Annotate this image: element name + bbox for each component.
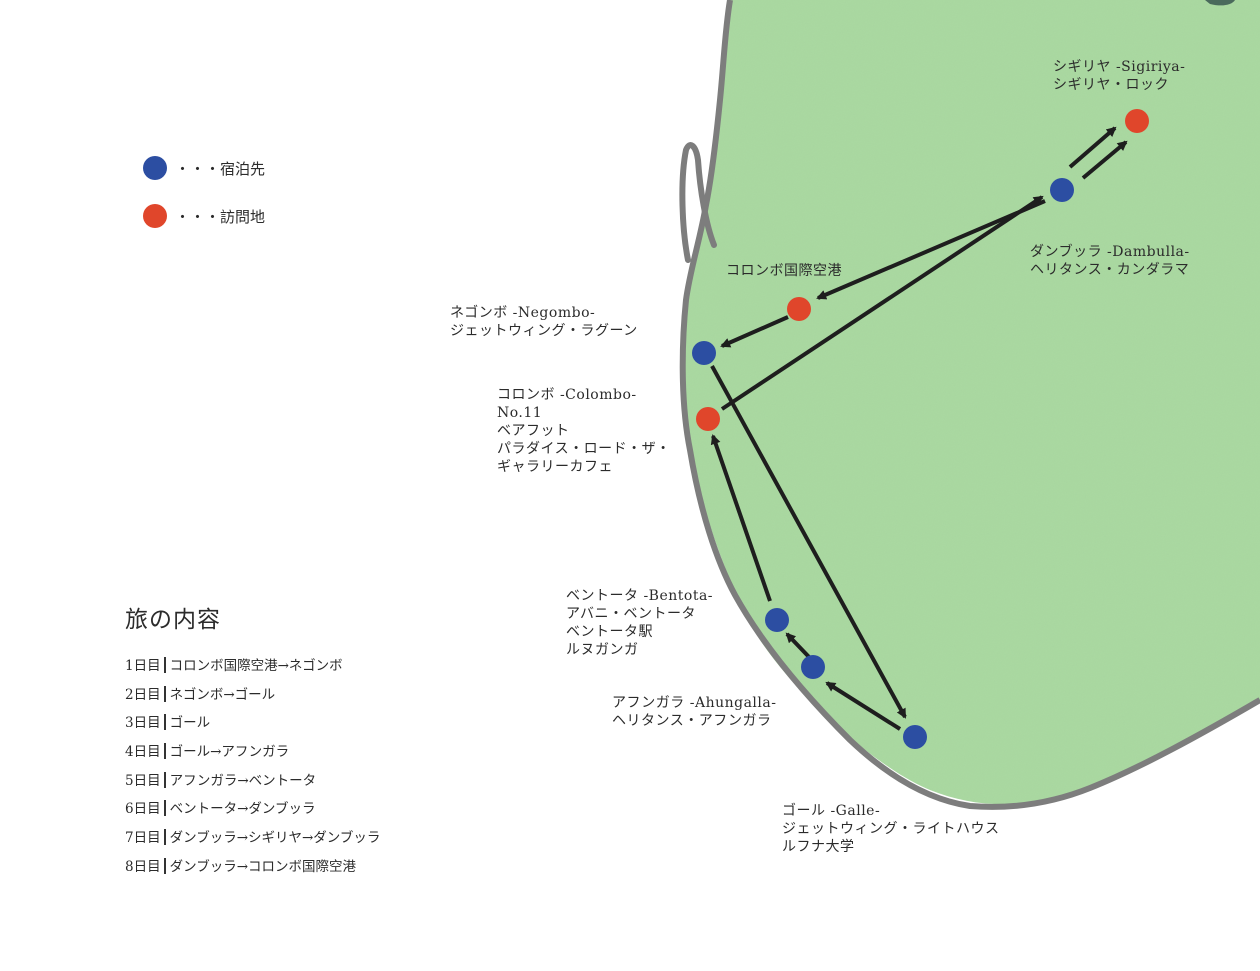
itinerary-item: 3日目ゴール — [125, 714, 211, 732]
itinerary-item: 2日目ネゴンボ→ゴール — [125, 685, 276, 703]
label-dambulla: ダンブッラ -Dambulla-ヘリタンス・カンダラマ — [1030, 244, 1190, 278]
legend-visit-label: ・・・訪問地 — [175, 207, 266, 226]
legend-visit: ・・・訪問地 — [143, 204, 265, 228]
itinerary-list: 1日目コロンボ国際空港→ネゴンボ 2日目ネゴンボ→ゴール 3日目ゴール 4日目ゴ… — [125, 655, 380, 885]
route-arrow — [1068, 126, 1117, 169]
itinerary-item: 7日目ダンブッラ→シギリヤ→ダンブッラ — [125, 829, 381, 847]
marker-bentota — [765, 608, 789, 632]
itinerary-item: 4日目ゴール→アフンガラ — [125, 743, 290, 761]
coastline — [679, 0, 1260, 810]
itinerary-item: 6日目ベントータ→ダンブッラ — [125, 800, 316, 818]
label-ahungalla: アフンガラ -Ahungalla-ヘリタンス・アフンガラ — [612, 695, 777, 729]
label-airport: コロンボ国際空港 — [726, 263, 842, 279]
route-arrow — [825, 681, 902, 731]
route-arrow — [816, 199, 1046, 300]
label-colombo: コロンボ -Colombo-No.11 ベアフットパラダイス・ロード・ザ・ ギャ… — [497, 387, 671, 475]
marker-airport — [787, 297, 811, 321]
route-arrow — [720, 315, 789, 348]
marker-sigiriya — [1125, 109, 1149, 133]
blue-dot-icon — [143, 156, 167, 180]
marker-colombo — [696, 407, 720, 431]
route-arrow — [1081, 140, 1128, 180]
route-arrows — [710, 126, 1128, 731]
label-bentota: ベントータ -Bentota-アバニ・ベントータ ベントータ駅ルヌガンガ — [566, 588, 714, 658]
route-arrow — [710, 434, 772, 602]
marker-negombo — [692, 341, 716, 365]
map-corner-shape — [1205, 0, 1235, 6]
marker-galle — [903, 725, 927, 749]
route-arrow — [720, 195, 1044, 411]
legend-lodging-label: ・・・宿泊先 — [175, 159, 266, 178]
label-sigiriya: シギリヤ -Sigiriya-シギリヤ・ロック — [1053, 59, 1186, 93]
route-arrow — [710, 365, 907, 719]
label-galle: ゴール -Galle-ジェットウィング・ライトハウス ルフナ大学 — [782, 803, 1000, 855]
red-dot-icon — [143, 204, 167, 228]
location-markers — [692, 109, 1149, 749]
legend-lodging: ・・・宿泊先 — [143, 156, 265, 180]
marker-ahungalla — [801, 655, 825, 679]
itinerary-title: 旅の内容 — [125, 607, 221, 633]
marker-dambulla — [1050, 178, 1074, 202]
route-arrow — [785, 632, 811, 659]
itinerary-item: 8日目ダンブッラ→コロンボ国際空港 — [125, 857, 356, 875]
lagoon-spit — [679, 142, 717, 263]
land-texture — [683, 0, 1260, 805]
itinerary-item: 5日目アフンガラ→ベントータ — [125, 771, 317, 789]
label-negombo: ネゴンボ -Negombo-ジェットウィング・ラグーン — [450, 305, 638, 339]
itinerary-item: 1日目コロンボ国際空港→ネゴンボ — [125, 657, 343, 674]
